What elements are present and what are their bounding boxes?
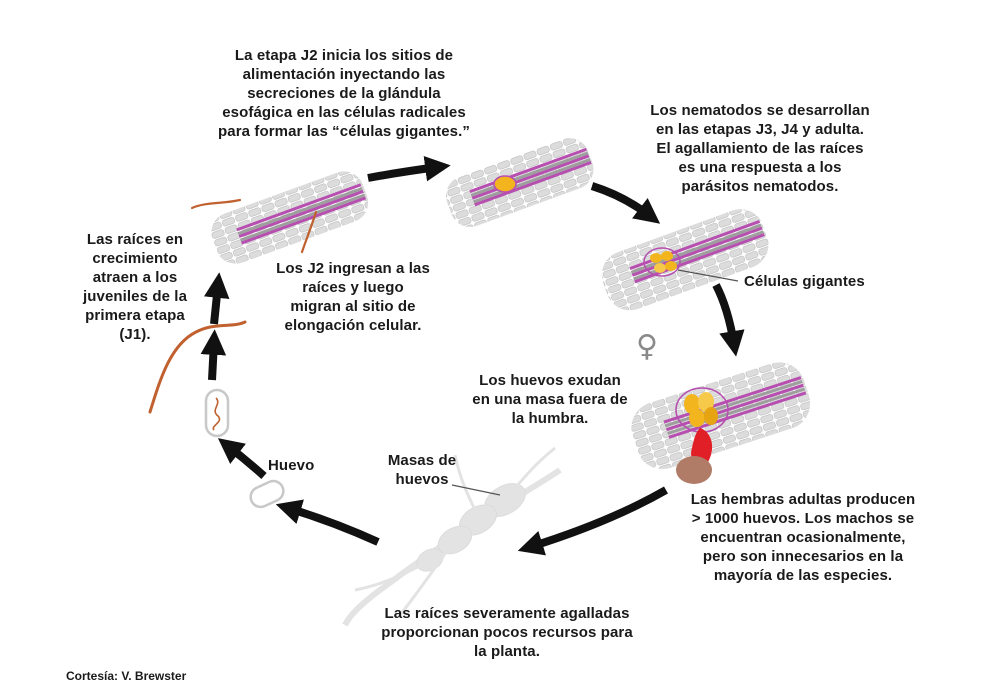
arrow-to-development: [590, 182, 661, 224]
label-j2-enter: Los J2 ingresan a las raíces y luego mig…: [260, 259, 446, 335]
text-line: para formar las “células gigantes.”: [218, 123, 470, 140]
egg-masses-pointer: [451, 484, 501, 496]
text-line: Huevo: [268, 457, 315, 474]
text-line: Las raíces en: [86, 231, 184, 248]
arrow-to-adult: [712, 283, 745, 357]
giant-cells-cluster: [643, 247, 681, 277]
credit: Cortesía: V. Brewster: [66, 669, 187, 683]
arrow-to-galled-root: [517, 486, 668, 556]
text-line: en una masa fuera de: [472, 391, 628, 408]
giant-cell: [493, 175, 517, 193]
text-line: en las etapas J3, J4 y adulta.: [655, 121, 865, 138]
egg: [249, 479, 285, 509]
root-feeding-site: [446, 138, 594, 227]
juvenile-worm: [190, 198, 242, 210]
text-line: Células gigantes: [744, 273, 865, 290]
text-line: esofágica en las células radicales: [222, 104, 466, 121]
text-line: la planta.: [473, 643, 541, 660]
text-line: migran al sitio de: [290, 298, 416, 315]
text-line: crecimiento: [92, 250, 178, 267]
female-symbol: ♀: [636, 329, 658, 364]
label-adult-females: Las hembras adultas producen > 1000 huev…: [672, 490, 934, 585]
text-line: secreciones de la glándula: [247, 85, 441, 102]
arrow-to-feeding: [367, 155, 451, 182]
arrow-up-2: [203, 272, 230, 325]
galled-root-system: [342, 446, 562, 627]
text-line: La etapa J2 inicia los sitios de: [234, 47, 454, 64]
label-development: Los nematodos se desarrollan en las etap…: [640, 101, 880, 196]
label-galled-roots: Las raíces severamente agalladas proporc…: [366, 604, 648, 661]
text-line: Los nematodos se desarrollan: [650, 102, 870, 119]
arrow-up-1: [200, 329, 227, 381]
text-line: atraen a los: [92, 269, 178, 286]
text-line: > 1000 huevos. Los machos se: [691, 510, 915, 527]
text-line: elongación celular.: [284, 317, 422, 334]
giant-cells-pointer: [677, 269, 739, 282]
text-line: pero son innecesarios en la: [702, 548, 904, 565]
text-line: es una respuesta a los: [678, 159, 842, 176]
text-line: (J1).: [119, 326, 151, 343]
text-line: Las hembras adultas producen: [690, 491, 916, 508]
text-line: huevos: [395, 471, 449, 488]
label-eggs-exude: Los huevos exudan en una masa fuera de l…: [452, 371, 648, 428]
root-giant-cells: [601, 209, 769, 311]
adult-female-nematode: [675, 387, 729, 484]
text-line: encuentran ocasionalmente,: [700, 529, 906, 546]
text-line: raíces y luego: [302, 279, 404, 296]
egg-mass: [676, 456, 712, 484]
text-line: Los J2 ingresan a las: [276, 260, 430, 277]
root-adult-female: [631, 362, 811, 470]
arrow-to-egg: [275, 499, 380, 546]
text-line: alimentación inyectando las: [242, 66, 446, 83]
label-egg: Huevo: [268, 456, 314, 475]
arrow-to-juvenile: [217, 438, 267, 479]
label-egg-masses: Masas de huevos: [372, 451, 472, 489]
text-line: Los huevos exudan: [479, 372, 621, 389]
label-j2-feeding: La etapa J2 inicia los sitios de aliment…: [208, 46, 480, 141]
free-juvenile: [148, 320, 247, 414]
label-roots-attract: Las raíces en crecimiento atraen a los j…: [70, 230, 200, 344]
text-line: El agallamiento de las raíces: [656, 140, 864, 157]
root-j2-entry: [211, 171, 369, 264]
text-line: proporcionan pocos recursos para: [381, 624, 633, 641]
text-line: primera etapa: [85, 307, 185, 324]
text-line: parásitos nematodos.: [681, 178, 839, 195]
text-line: Masas de: [387, 452, 457, 469]
text-line: juveniles de la: [82, 288, 188, 305]
cycle-arrows: [200, 155, 745, 556]
text-line: mayoría de las especies.: [713, 567, 893, 584]
text-line: Las raíces severamente agalladas: [384, 605, 630, 622]
egg-with-juvenile: [204, 388, 230, 438]
label-giant-cells: Células gigantes: [744, 272, 865, 291]
text-line: la humbra.: [511, 410, 589, 427]
juvenile-worm: [300, 210, 318, 254]
